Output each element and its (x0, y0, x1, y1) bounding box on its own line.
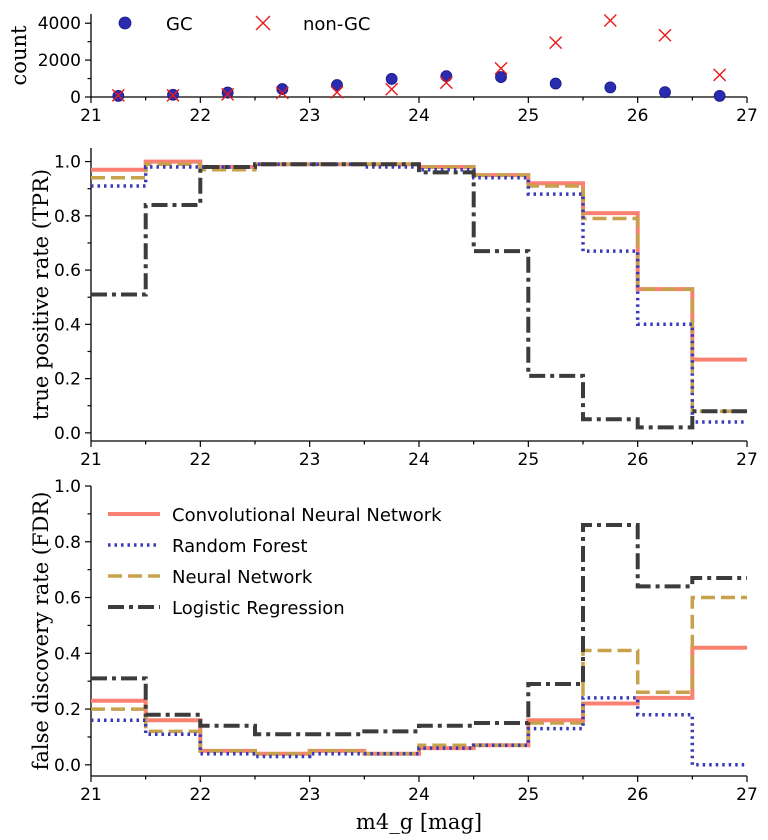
data-point-non-gc (221, 87, 235, 101)
x-tick-label: 24 (408, 106, 430, 126)
x-tick-label: 24 (408, 450, 430, 470)
x-tick-label: 22 (190, 106, 212, 126)
x-tick-label: 23 (299, 106, 321, 126)
series-line-random-forest (91, 162, 747, 424)
legend-label-neural-network: Neural Network (172, 567, 313, 588)
y-tick-label: 0.4 (54, 315, 81, 335)
x-tick-label: 25 (518, 106, 540, 126)
y-tick-label: 1.0 (54, 477, 81, 497)
y-tick-label: 4000 (38, 14, 81, 34)
x-marker-stroke (494, 61, 508, 75)
data-point-gc (549, 77, 562, 90)
data-point-non-gc (385, 82, 399, 96)
x-marker-stroke (166, 88, 180, 102)
series-line-convolutional-neural-network (91, 645, 747, 756)
x-axis-label: m4_g [mag] (356, 810, 482, 834)
series-line-logistic-regression (91, 523, 747, 737)
x-tick-label: 26 (627, 785, 649, 805)
y-tick-label: 0.0 (54, 756, 81, 776)
x-marker-stroke (111, 88, 125, 102)
data-point-non-gc (275, 86, 289, 100)
data-point-non-gc (494, 61, 508, 75)
data-point-non-gc (439, 76, 453, 90)
x-marker-stroke (385, 82, 399, 96)
x-tick-label: 23 (299, 450, 321, 470)
x-marker-stroke (330, 85, 344, 99)
x-tick-label: 22 (190, 785, 212, 805)
x-marker-stroke (549, 36, 563, 50)
legend-gc-marker (118, 16, 132, 30)
series-line-neural-network (91, 162, 747, 413)
data-point-non-gc (549, 36, 563, 50)
x-marker-stroke (658, 28, 672, 42)
x-tick-label: 21 (80, 106, 102, 126)
legend-non-gc-label: non-GC (303, 14, 371, 35)
y-tick-label: 2000 (38, 51, 81, 71)
y-tick-label: 0.0 (54, 424, 81, 444)
y-tick-label: 0.6 (54, 589, 81, 609)
data-point-gc (495, 71, 507, 83)
y-tick-label: 0.8 (54, 207, 81, 227)
series-line-random-forest (91, 696, 747, 767)
x-marker-stroke (275, 86, 289, 100)
x-tick-label: 25 (518, 785, 540, 805)
series-line-neural-network (91, 595, 747, 756)
x-tick-label: 26 (627, 450, 649, 470)
y-tick-label: 0.2 (54, 700, 81, 720)
x-tick-label: 27 (736, 450, 758, 470)
y-tick-label: 0.6 (54, 261, 81, 281)
panel-counts: 21 22 23 24 25 26 27 0 2000 4000 count GC non-GC (7, 13, 758, 126)
data-point-gc (276, 83, 289, 95)
legend-label-random-forest: Random Forest (172, 536, 307, 557)
legend-gc-label: GC (166, 14, 193, 35)
y-axis-label: true positive rate (TPR) (29, 169, 53, 420)
series-line-logistic-regression (91, 162, 747, 430)
data-point-gc (440, 70, 453, 83)
y-tick-label: 0 (70, 88, 81, 108)
series-line-convolutional-neural-network (91, 159, 747, 362)
y-axis-label: count (7, 25, 31, 85)
data-point-gc (604, 81, 617, 94)
data-point-non-gc (658, 28, 672, 42)
x-tick-label: 27 (736, 106, 758, 126)
x-marker-stroke (255, 15, 271, 31)
data-point-gc (385, 73, 398, 85)
x-marker-stroke (221, 87, 235, 101)
x-marker-stroke (439, 76, 453, 90)
x-tick-label: 27 (736, 785, 758, 805)
y-axis-label: false discovery rate (FDR) (29, 492, 53, 771)
x-tick-label: 22 (190, 450, 212, 470)
x-tick-label: 21 (80, 785, 102, 805)
x-tick-label: 25 (518, 450, 540, 470)
series-non-GC (111, 13, 727, 102)
data-point-non-gc (111, 88, 125, 102)
legend-label-logistic-regression: Logistic Regression (172, 598, 345, 619)
y-tick-label: 1.0 (54, 153, 81, 173)
y-tick-label: 0.4 (54, 644, 81, 664)
data-point-gc (221, 86, 234, 99)
x-tick-label: 23 (299, 785, 321, 805)
y-tick-label: 0.8 (54, 533, 81, 553)
data-point-non-gc (713, 68, 727, 82)
x-tick-label: 26 (627, 106, 649, 126)
data-point-non-gc (330, 85, 344, 99)
legend-non-gc-marker (255, 15, 271, 31)
legend-label-convolutional-neural-network: Convolutional Neural Network (172, 505, 442, 526)
x-tick-label: 24 (408, 785, 430, 805)
data-point-non-gc (166, 88, 180, 102)
x-marker-stroke (603, 13, 617, 27)
data-point-gc (331, 79, 343, 91)
x-marker-stroke (713, 68, 727, 82)
data-point-gc (713, 89, 726, 102)
data-point-gc (659, 86, 671, 99)
data-point-non-gc (603, 13, 617, 27)
x-tick-label: 21 (80, 450, 102, 470)
legend: GC non-GC (118, 14, 371, 35)
y-tick-label: 0.2 (54, 370, 81, 390)
